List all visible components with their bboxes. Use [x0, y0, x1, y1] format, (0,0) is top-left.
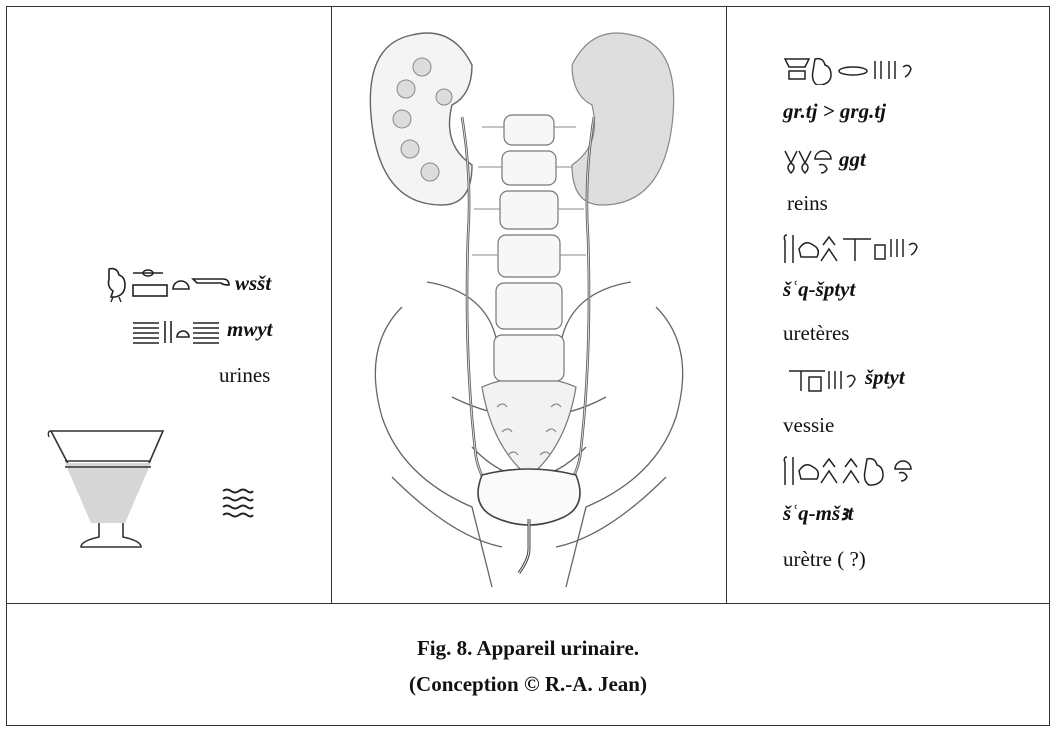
- hieroglyphs-icon: [784, 150, 832, 175]
- hieroglyph-group-ggt: [783, 147, 833, 177]
- hieroglyph-group-shq-mshat: [783, 453, 923, 487]
- hieroglyphs-icon: [783, 57, 912, 85]
- terms-panel: gr.tj > grg.tj ggt reins: [727, 7, 1049, 603]
- hieroglyph-group-shq-shptyt: [783, 231, 923, 265]
- figure-caption: Fig. 8. Appareil urinaire. (Conception ©…: [7, 604, 1049, 725]
- caption-title: Fig. 8. Appareil urinaire.: [416, 636, 640, 660]
- hieroglyph-group-shptyt: [787, 363, 861, 395]
- translit-shptyt: šptyt: [865, 365, 905, 389]
- gloss-urines: urines: [219, 363, 271, 387]
- water-lines-icon: [133, 321, 219, 344]
- vessel-illustration: [47, 425, 167, 555]
- vessel-icon: [47, 430, 165, 548]
- caption-credit: (Conception © R.-A. Jean): [409, 672, 647, 696]
- translit-grtj: gr.tj > grg.tj: [783, 99, 886, 123]
- hieroglyphs-icon: [789, 370, 856, 392]
- translit-shq-mshat: šʿq-mšꜣt: [783, 501, 854, 525]
- term-wssht: wsšt: [235, 271, 272, 295]
- hieroglyphs-icon: [783, 234, 918, 263]
- translit-ggt: ggt: [839, 147, 866, 171]
- water-sign: [221, 485, 255, 519]
- gloss-reins: reins: [787, 191, 828, 215]
- hieroglyph-group-wssht: [103, 265, 233, 303]
- urinary-system-illustration: [369, 32, 684, 588]
- figure-frame: wsšt mwyt urines: [6, 6, 1050, 726]
- gloss-ureteres: uretères: [783, 321, 850, 345]
- urine-panel: wsšt mwyt urines: [7, 7, 332, 603]
- hieroglyph-group-grtj: [783, 53, 915, 85]
- anatomy-panel: [332, 7, 727, 603]
- hieroglyphs-icon: [107, 267, 230, 303]
- hieroglyphs-icon: [783, 456, 912, 486]
- hieroglyph-group-mwyt: [131, 317, 223, 347]
- translit-shq-shptyt: šʿq-šptyt: [783, 277, 856, 301]
- gloss-uretre: urètre ( ?): [783, 547, 866, 571]
- water-ripple-icon: [222, 488, 254, 518]
- term-mwyt: mwyt: [227, 317, 273, 341]
- figure-panels: wsšt mwyt urines: [7, 7, 1049, 604]
- gloss-vessie: vessie: [783, 413, 835, 437]
